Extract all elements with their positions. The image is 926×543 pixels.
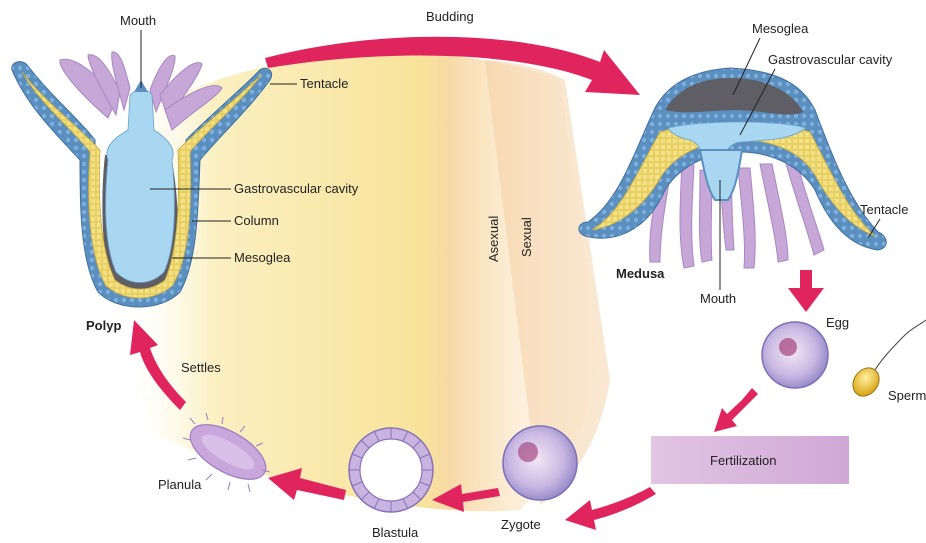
medusa-gastrovascular-cavity-label: Gastrovascular cavity: [768, 52, 893, 67]
polyp-column-label: Column: [234, 213, 279, 228]
asexual-label: Asexual: [486, 216, 501, 262]
egg-cell: [762, 322, 828, 388]
fertilization-to-zygote-arrow: [565, 487, 656, 530]
polyp-title: Polyp: [86, 318, 121, 333]
budding-label: Budding: [426, 9, 474, 24]
egg-label: Egg: [826, 315, 849, 330]
medusa-mesoglea-label: Mesoglea: [752, 21, 809, 36]
zygote-nucleus: [518, 442, 538, 462]
settles-label: Settles: [181, 360, 221, 375]
egg-nucleus: [779, 338, 797, 356]
medusa-illustration: [579, 68, 886, 268]
medusa-to-egg-arrow: [788, 270, 824, 312]
polyp-tentacle-label: Tentacle: [300, 76, 348, 91]
planula-label: Planula: [158, 477, 202, 492]
polyp-gastrovascular-cavity-label: Gastrovascular cavity: [234, 181, 359, 196]
polyp-mesoglea-label: Mesoglea: [234, 250, 291, 265]
egg-to-fertilization-arrow: [714, 388, 758, 432]
medusa-tentacle-label: Tentacle: [860, 202, 908, 217]
medusa-mouth-label: Mouth: [700, 291, 736, 306]
polyp-mouth-label: Mouth: [120, 13, 156, 28]
sexual-label: Sexual: [519, 217, 534, 257]
sperm-label: Sperm: [888, 388, 926, 403]
zygote-cell: [503, 426, 577, 500]
blastula: [349, 428, 433, 512]
medusa-title: Medusa: [616, 266, 665, 281]
zygote-label: Zygote: [501, 517, 541, 532]
fertilization-label: Fertilization: [710, 453, 776, 468]
blastula-label: Blastula: [372, 525, 419, 540]
